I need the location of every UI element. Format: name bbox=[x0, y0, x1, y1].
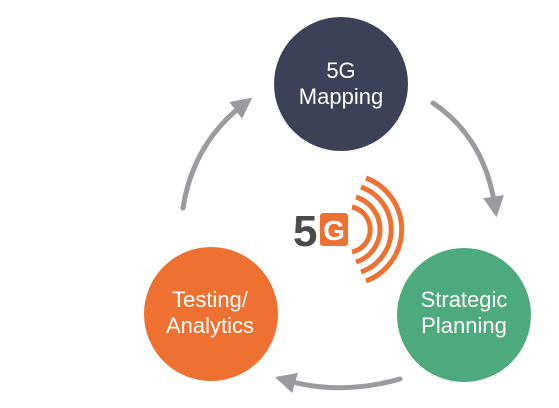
svg-text:Mapping: Mapping bbox=[299, 84, 383, 109]
arrow-testing-to-mapping bbox=[180, 97, 253, 211]
node-strategic-planning: Strategic Planning bbox=[397, 248, 531, 382]
svg-text:Analytics: Analytics bbox=[166, 313, 254, 338]
node-label-line-1: Testing/ bbox=[172, 287, 249, 312]
svg-text:Testing/: Testing/ bbox=[172, 287, 249, 312]
node-label-line-2: Planning bbox=[421, 313, 507, 338]
node-5g-mapping: 5G Mapping bbox=[274, 17, 408, 151]
arrow-strategic-to-testing bbox=[274, 372, 403, 394]
5g-logo: 5 G bbox=[293, 175, 405, 284]
arrow-mapping-to-strategic bbox=[430, 100, 504, 218]
node-circle bbox=[144, 247, 278, 381]
svg-text:Strategic: Strategic bbox=[421, 287, 508, 312]
node-label-line-2: Mapping bbox=[299, 84, 383, 109]
logo-letter-g: G bbox=[323, 215, 345, 246]
node-testing-analytics: Testing/ Analytics bbox=[144, 247, 278, 381]
logo-digit-5: 5 bbox=[293, 207, 317, 256]
node-label-line-1: 5G bbox=[326, 58, 355, 83]
svg-text:Planning: Planning bbox=[421, 313, 507, 338]
signal-waves-icon bbox=[351, 175, 405, 284]
svg-text:5G: 5G bbox=[326, 58, 355, 83]
node-circle bbox=[274, 17, 408, 151]
node-label-line-2: Analytics bbox=[166, 313, 254, 338]
logo-g-background bbox=[320, 213, 348, 246]
node-circle bbox=[397, 248, 531, 382]
node-label-line-1: Strategic bbox=[421, 287, 508, 312]
